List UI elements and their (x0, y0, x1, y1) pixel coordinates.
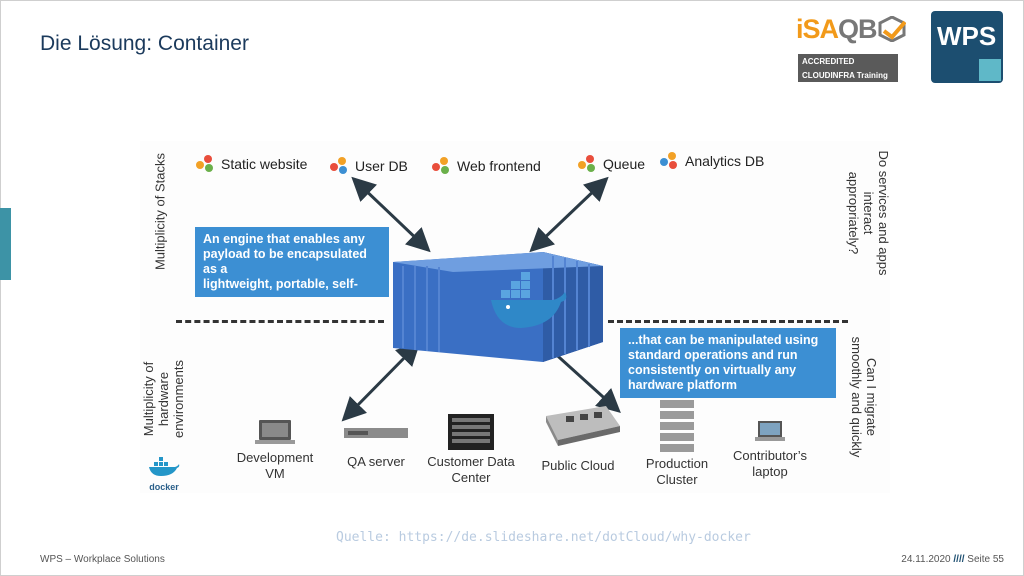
rack-icon (448, 414, 494, 450)
hw-public-cloud: Public Cloud (536, 406, 620, 474)
footer-meta: 24.11.2020 //// Seite 55 (901, 554, 1004, 565)
divider-left (176, 320, 384, 323)
stack-dots-icon (578, 155, 596, 173)
stack-dots-icon (330, 157, 348, 175)
wps-logo: WPS (931, 11, 1003, 83)
stack-user-db: User DB (330, 157, 408, 175)
footer-date: 24.11.2020 (901, 554, 951, 565)
docker-whale-icon (149, 457, 180, 476)
stack-static-website: Static website (196, 155, 307, 173)
container-icon (393, 252, 603, 362)
footer-page-number: Seite 55 (967, 554, 1004, 565)
arrow-dev (341, 341, 421, 422)
arrow-queue (529, 176, 609, 253)
wps-logo-text: WPS (937, 21, 997, 51)
stack-dots-icon (196, 155, 214, 173)
motherboard-icon (546, 406, 620, 446)
hw-contributor-laptop: Contributor’s laptop (728, 420, 812, 480)
footer-company: WPS – Workplace Solutions (40, 554, 165, 565)
accent-bar (0, 208, 11, 280)
docker-logo: docker (146, 457, 182, 492)
footer-separator: //// (953, 554, 965, 565)
arrow-userdb (351, 176, 431, 253)
accreditation-badge: ACCREDITED CLOUDINFRA Training (798, 54, 898, 82)
wps-logo-square (979, 59, 1001, 81)
divider-right (608, 320, 848, 323)
hw-development-vm: Development VM (230, 418, 320, 482)
isaqb-hex-icon (878, 16, 906, 42)
isaqb-logo: iSAQB ACCREDITED CLOUDINFRA Training (796, 14, 914, 84)
hw-production-cluster: Production Cluster (634, 400, 720, 488)
stack-dots-icon (432, 157, 450, 175)
stack-queue: Queue (578, 155, 645, 173)
hw-customer-data-center: Customer Data Center (426, 414, 516, 486)
isaqb-logo-text-orange: iSA (796, 14, 839, 44)
server-stack-icon (660, 400, 694, 452)
docker-logo-text: docker (149, 482, 179, 492)
isaqb-logo-text-grey: QB (838, 14, 877, 44)
server-icon (344, 428, 408, 438)
laptop-icon (255, 420, 295, 444)
stack-dots-icon (660, 152, 678, 170)
stack-analytics-db: Analytics DB (660, 152, 764, 170)
slide-title: Die Lösung: Container (40, 32, 249, 55)
laptop-icon (755, 421, 785, 441)
accredited-text: ACCREDITED (802, 57, 855, 66)
source-link[interactable]: Quelle: https://de.slideshare.net/dotClo… (336, 530, 751, 545)
cloudinfra-text: CLOUDINFRA Training (802, 71, 888, 80)
hw-qa-server: QA server (336, 424, 416, 470)
stack-web-frontend: Web frontend (432, 157, 541, 175)
callout-manipulated: ...that can be manipulated using standar… (620, 328, 836, 398)
